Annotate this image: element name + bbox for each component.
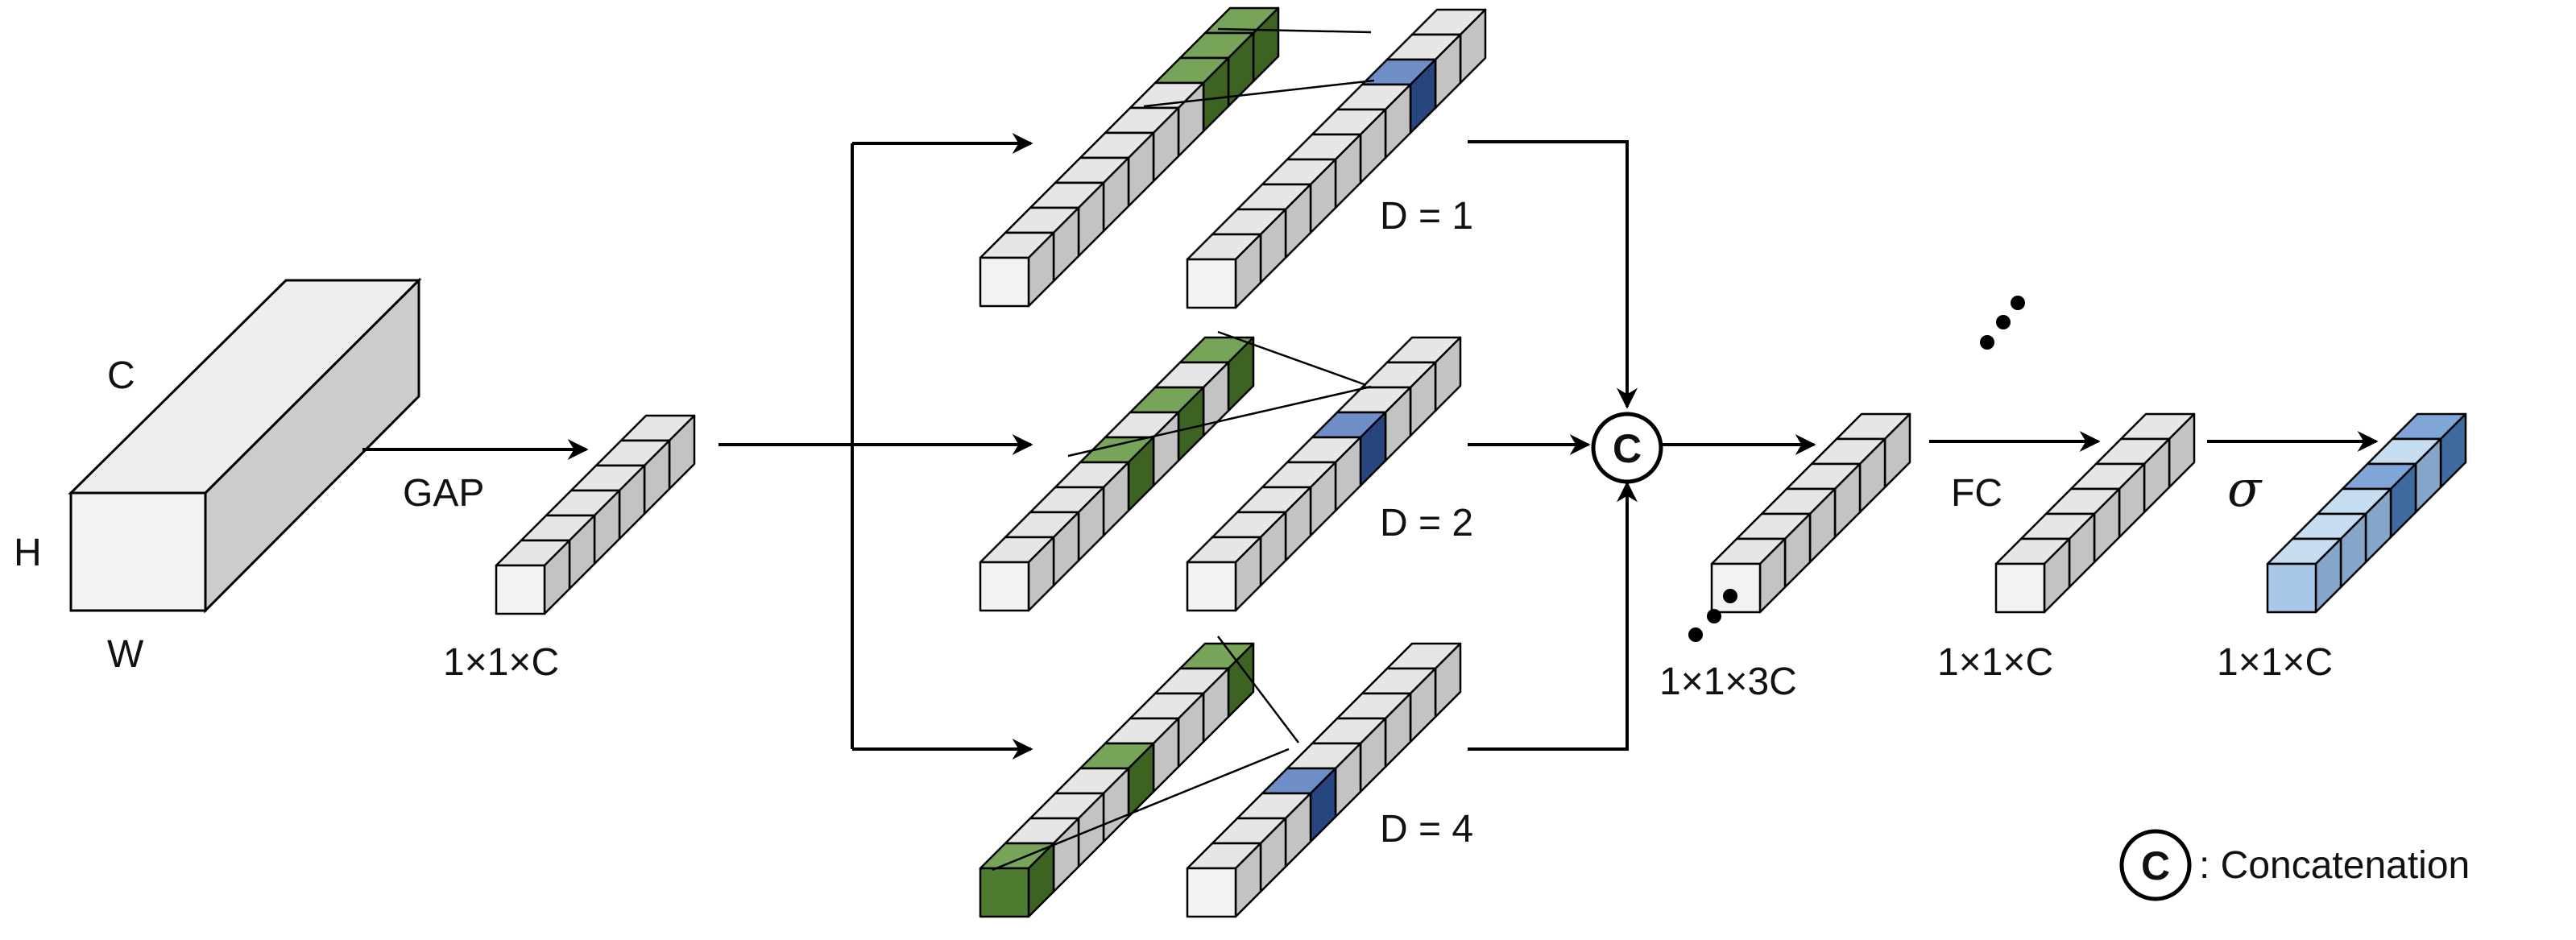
connection-d2-1 [1067,385,1372,458]
cube-front [1994,562,2046,614]
ellipsis-dot-bottom-3 [1723,589,1737,603]
concat-connectors [1468,140,1638,751]
gap-label: GAP [403,472,484,515]
input-label-c: C [107,354,135,397]
concat-node: C [1591,412,1663,484]
input-label-h: H [14,532,42,574]
gap-shape-label: 1×1×C [443,641,559,684]
cube-front [979,256,1030,308]
input-feature-block [68,277,422,614]
cube-front [1186,867,1237,918]
concat-circle-icon [1591,412,1663,484]
legend-text: : Concatenation [2199,844,2470,887]
fc-shape-label: 1×1×C [1937,641,2053,684]
branch-d4-to-concat [1468,481,1638,751]
branch-d1-input-vector [979,6,1280,308]
ellipsis-dot-top-2 [1996,315,2011,329]
branch-d2-output-vector [1186,336,1462,612]
ellipsis-dot-bottom-1 [1688,627,1703,642]
fc-vector [1994,412,2196,614]
branch-label-d1: D = 1 [1380,195,1473,238]
branch-label-d2: D = 2 [1380,502,1473,545]
cube-front [979,561,1030,612]
dilated-connection-lines [992,27,1375,872]
concat-shape-label: 1×1×3C [1659,660,1797,703]
ellipsis-dot-bottom-2 [1707,609,1721,623]
cube-front [1710,562,1762,614]
legend-concat-circle-icon [2119,829,2192,901]
fc-label: FC [1951,472,2002,515]
connection-d1-1 [1143,79,1375,108]
sigmoid-shape-label: 1×1×C [2217,641,2333,684]
legend-concat-symbol: C [2141,843,2170,888]
cube-front [1186,258,1237,309]
cube-front [495,564,546,615]
connection-d4-1 [992,747,1290,872]
gap-vector [495,414,696,615]
cube-front [2266,562,2317,614]
ellipsis-dot-top-3 [2011,296,2025,310]
cube-vectors [495,6,2467,918]
input-label-w: W [107,633,144,676]
ellipsis-dot-top-1 [1980,335,1994,350]
branch-d1-to-concat [1468,140,1638,409]
cube-front [1186,561,1237,612]
connection-d2-0 [1217,330,1367,387]
input-block-front [69,491,207,612]
branch-d4-input-vector [979,642,1255,918]
attention-weights-vector [2266,412,2467,614]
branch-split-connectors [719,133,1033,760]
concat-ellipsis-dots [1688,296,2025,642]
legend: C : Concatenation [2119,829,2470,901]
sigmoid-label: σ [2227,459,2263,518]
branch-d1-output-vector [1186,8,1487,309]
cube-front [979,867,1030,918]
branch-d4-output-vector [1186,642,1462,918]
concat-symbol: C [1613,426,1642,471]
concat-vector [1710,412,1911,614]
connection-d1-0 [1217,27,1372,34]
branch-label-d4: D = 4 [1380,808,1473,851]
branch-d2-input-vector [979,336,1255,612]
connection-d4-0 [1217,636,1299,743]
